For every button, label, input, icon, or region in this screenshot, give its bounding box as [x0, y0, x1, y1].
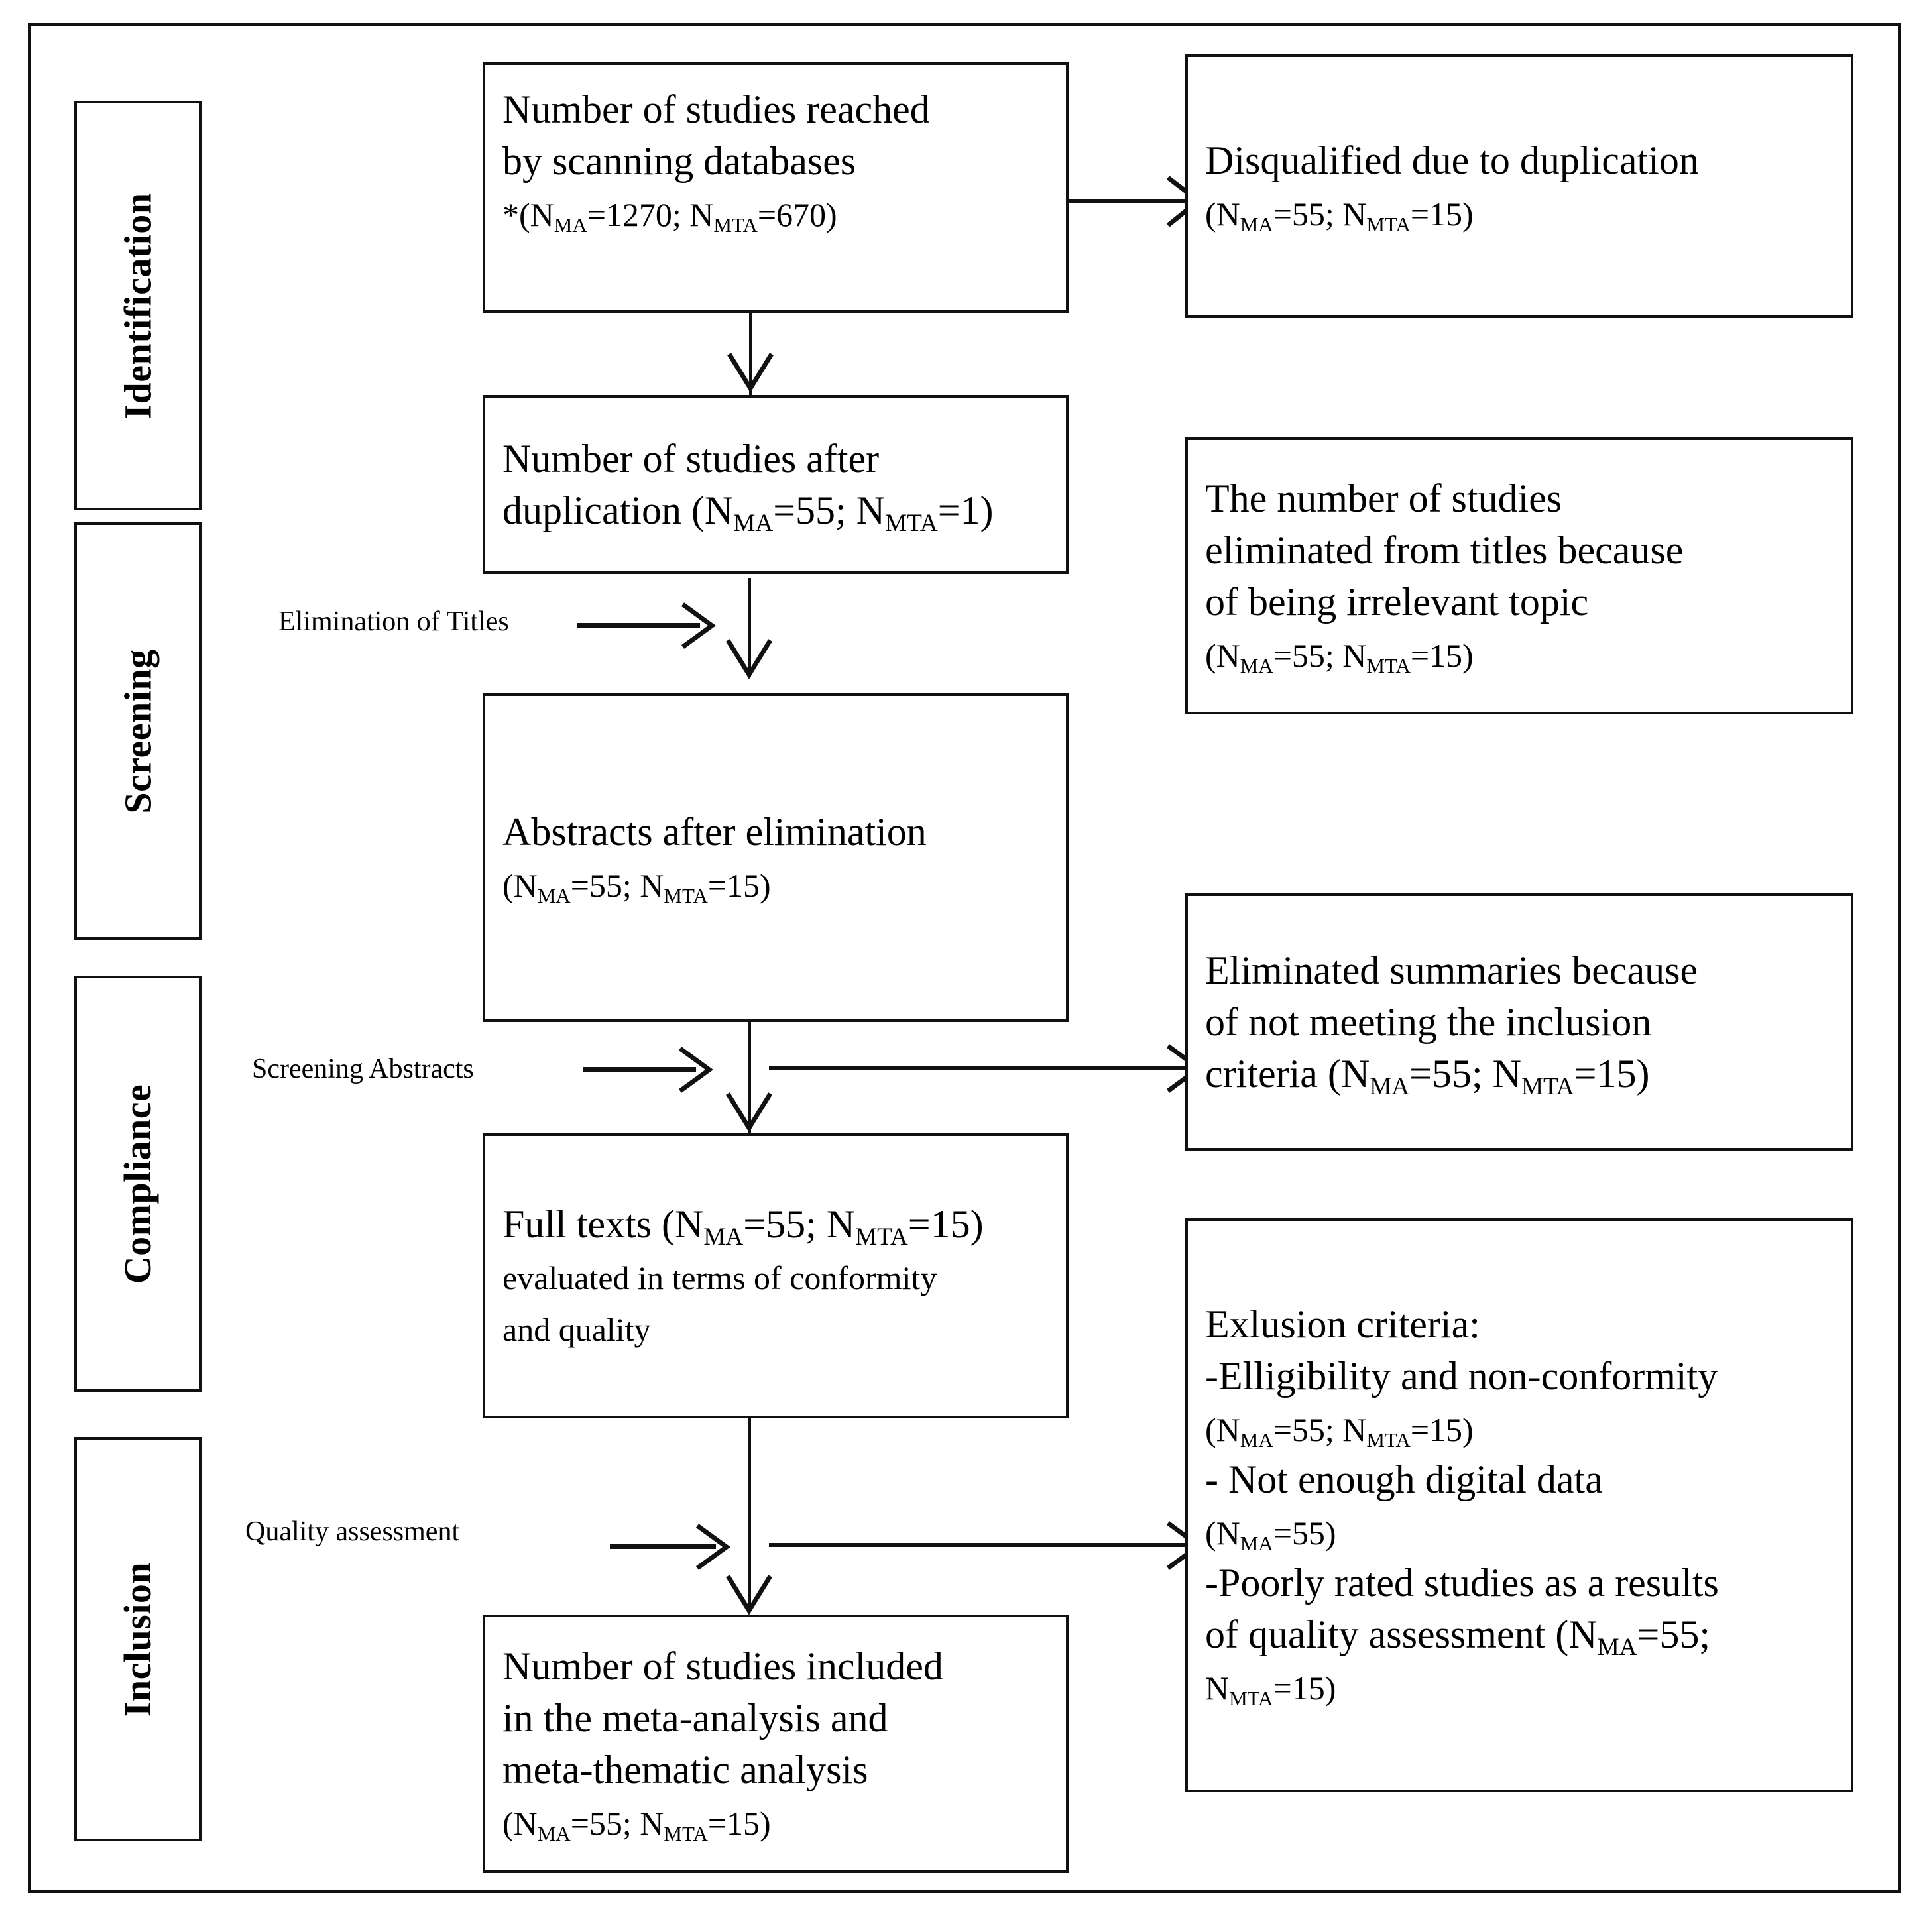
connector-identified-to-after-duplication — [749, 313, 752, 399]
stage-box-screening: Screening — [74, 522, 202, 940]
excluded-titles-line1: The number of studies — [1205, 477, 1562, 520]
node-full-texts-assessed-text: Full texts (NMA=55; NMTA=15)evaluated in… — [502, 1202, 984, 1348]
connector-after-duplicates-to-abstracts — [748, 578, 751, 677]
after-duplicates-line1: Number of studies after — [502, 437, 880, 481]
process-label-screening-abstracts: Screening Abstracts — [252, 1054, 474, 1084]
connector-screening-abstracts-stub — [583, 1067, 696, 1072]
arrowhead-down-abstracts — [724, 636, 774, 680]
connector-abstracts-to-excluded-abstracts — [769, 1066, 1185, 1070]
node-records-identified-text: Number of studies reached by scanning dat… — [485, 65, 1066, 239]
included-line2: in the meta-analysis and — [502, 1696, 888, 1740]
node-excluded-titles-text: The number of studies eliminated from tit… — [1188, 473, 1851, 679]
process-label-elimination-of-titles: Elimination of Titles — [278, 606, 509, 637]
records-identified-line1: Number of studies reached — [502, 87, 930, 131]
arrowhead-down-full-texts — [724, 1090, 774, 1133]
connector-abstracts-to-full-texts — [748, 1022, 751, 1133]
arrowhead-down-included — [724, 1572, 774, 1616]
node-abstracts-after-elimination-text: Abstracts after elimination (NMA=55; NMTA… — [485, 806, 1066, 909]
node-excluded-titles: The number of studies eliminated from tit… — [1185, 437, 1853, 714]
node-excluded-abstracts-text: Eliminated summaries because of not meeti… — [1205, 948, 1698, 1101]
node-abstracts-after-elimination: Abstracts after elimination (NMA=55; NMTA… — [483, 693, 1069, 1022]
node-records-identified: Number of studies reached by scanning dat… — [483, 62, 1069, 313]
node-exclusion-criteria: Exlusion criteria: -Elligibility and non-… — [1185, 1218, 1853, 1792]
connector-elimination-of-titles — [577, 623, 700, 628]
stage-box-compliance: Compliance — [74, 976, 202, 1392]
process-label-quality-assessment: Quality assessment — [245, 1516, 460, 1547]
node-studies-included-text: Number of studies included in the meta-an… — [485, 1640, 1066, 1847]
node-excluded-duplicates: Disqualified due to duplication (NMA=55; … — [1185, 54, 1853, 318]
node-excluded-duplicates-text: Disqualified due to duplication (NMA=55; … — [1188, 135, 1851, 238]
node-excluded-abstracts: Eliminated summaries because of not meeti… — [1185, 893, 1853, 1151]
included-counts: (NMA=55; NMTA=15) — [502, 1805, 771, 1846]
connector-full-texts-to-exclusion-criteria — [769, 1543, 1185, 1547]
stage-label-inclusion: Inclusion — [116, 1562, 160, 1717]
node-studies-included: Number of studies included in the meta-an… — [483, 1615, 1069, 1873]
full-texts-line3: and quality — [502, 1311, 651, 1348]
excluded-titles-line2: eliminated from titles because — [1205, 528, 1684, 572]
connector-identified-to-duplicates — [1069, 199, 1185, 203]
exclusion-criteria-item1-counts: (NMA=55; NMTA=15) — [1205, 1411, 1474, 1452]
stage-box-identification: Identification — [74, 101, 202, 510]
arrowhead-right-screening-abstracts — [676, 1045, 715, 1095]
excluded-duplicates-line1: Disqualified due to duplication — [1205, 139, 1699, 182]
connector-full-texts-to-included — [748, 1418, 751, 1611]
exclusion-criteria-item1: -Elligibility and non-conformity — [1205, 1354, 1718, 1398]
connector-quality-assessment-stub — [610, 1544, 716, 1549]
abstracts-counts: (NMA=55; NMTA=15) — [502, 867, 771, 908]
exclusion-criteria-item3c: NMTA=15) — [1205, 1670, 1336, 1711]
excluded-titles-counts: (NMA=55; NMTA=15) — [1205, 637, 1474, 678]
node-exclusion-criteria-text: Exlusion criteria: -Elligibility and non-… — [1205, 1302, 1719, 1711]
node-full-texts-assessed: Full texts (NMA=55; NMTA=15)evaluated in… — [483, 1133, 1069, 1418]
arrowhead-down-after-duplication — [725, 350, 776, 394]
full-texts-line2: evaluated in terms of conformity — [502, 1259, 937, 1296]
records-identified-counts: *(NMA=1270; NMTA=670) — [502, 196, 837, 237]
exclusion-criteria-heading: Exlusion criteria: — [1205, 1302, 1480, 1346]
exclusion-criteria-item2: - Not enough digital data — [1205, 1457, 1603, 1501]
excluded-abstracts-line2: of not meeting the inclusion — [1205, 1000, 1652, 1044]
abstracts-line1: Abstracts after elimination — [502, 810, 927, 854]
stage-label-screening: Screening — [116, 648, 160, 814]
exclusion-criteria-item3a: -Poorly rated studies as a results — [1205, 1561, 1719, 1605]
excluded-duplicates-counts: (NMA=55; NMTA=15) — [1205, 196, 1474, 237]
stage-box-inclusion: Inclusion — [74, 1437, 202, 1841]
included-line3: meta-thematic analysis — [502, 1748, 868, 1791]
included-line1: Number of studies included — [502, 1644, 943, 1688]
excluded-titles-line3: of being irrelevant topic — [1205, 580, 1589, 624]
stage-label-compliance: Compliance — [116, 1084, 160, 1284]
arrowhead-right-elimination-of-titles — [679, 600, 717, 651]
stage-label-identification: Identification — [116, 192, 160, 420]
records-identified-line2: by scanning databases — [502, 139, 856, 183]
excluded-abstracts-line1: Eliminated summaries because — [1205, 948, 1698, 992]
exclusion-criteria-item2-counts: (NMA=55) — [1205, 1514, 1336, 1556]
arrowhead-right-quality-assessment — [693, 1522, 732, 1572]
